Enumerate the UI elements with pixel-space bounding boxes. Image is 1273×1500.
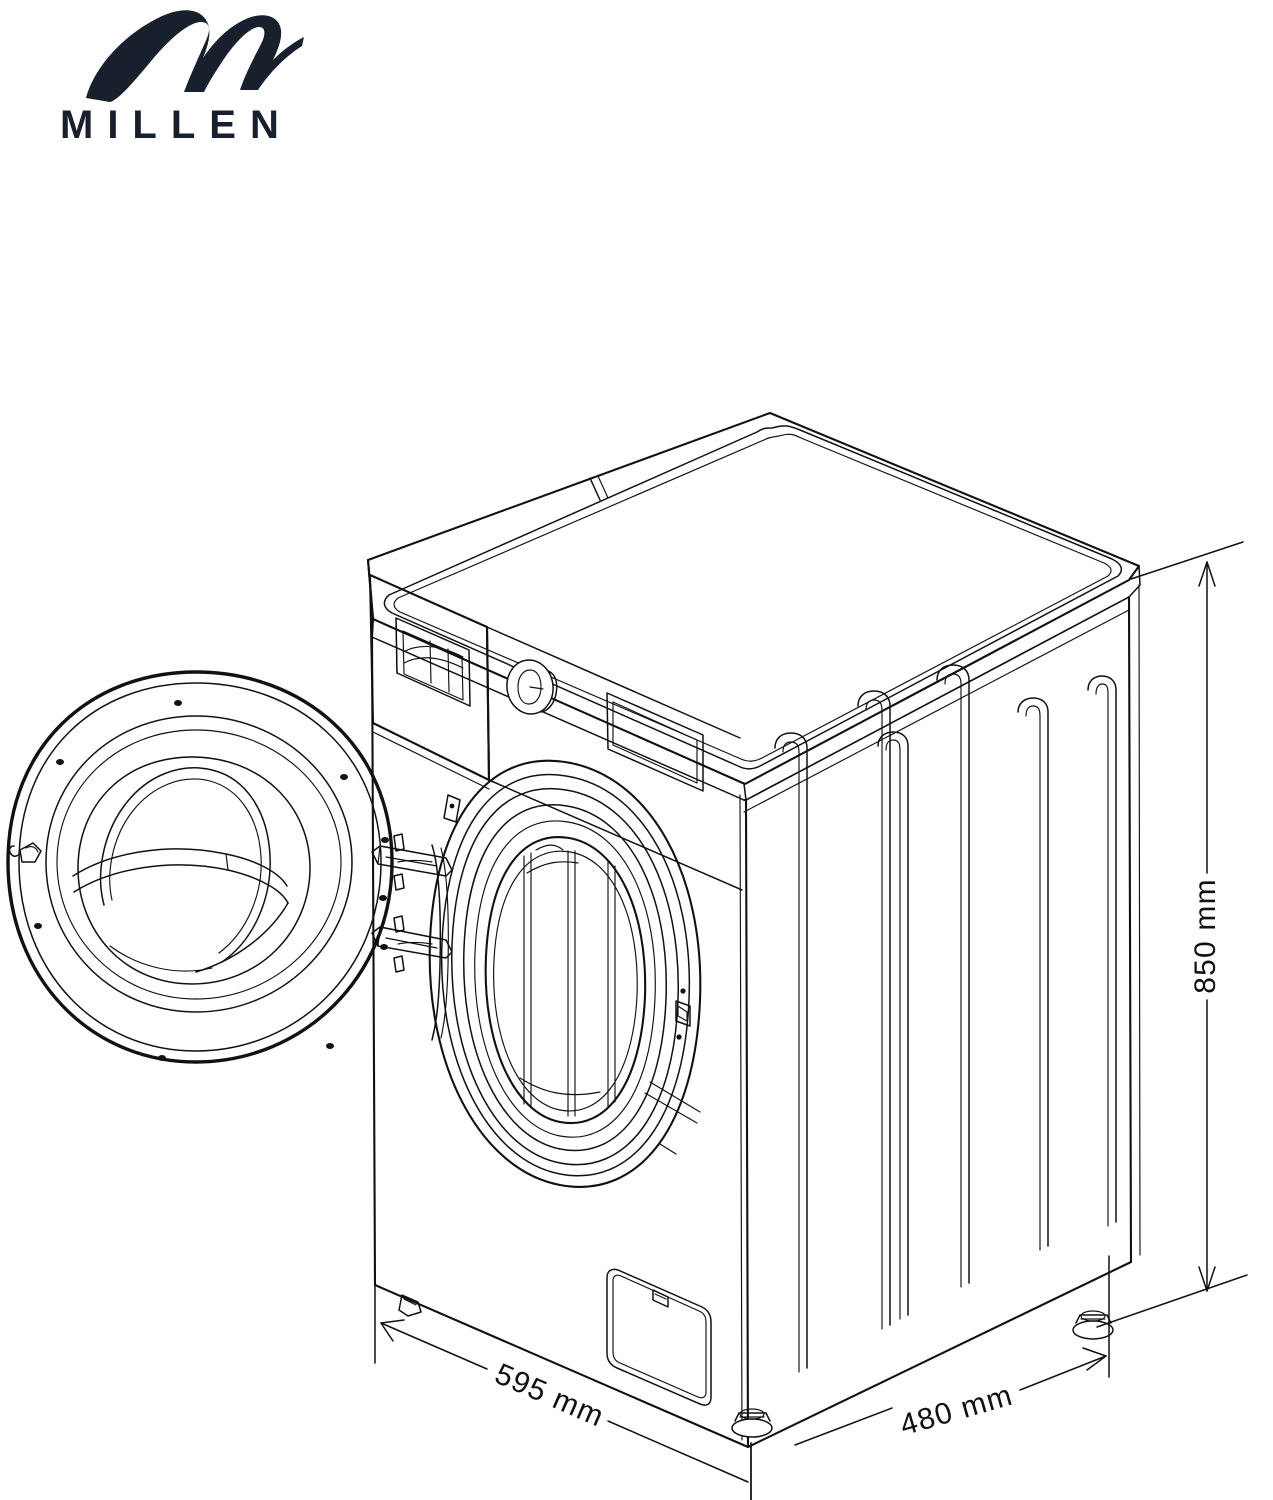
dimension-depth-label: 480 mm [896, 1379, 1016, 1443]
door [6, 670, 394, 1064]
door-rim-screws [34, 700, 389, 1061]
dimension-width-label: 595 mm [490, 1357, 609, 1433]
door-glass [72, 756, 311, 985]
side-ribs [774, 664, 1117, 1373]
leveling-foot-rear-right [1072, 1310, 1114, 1340]
dimension-depth: 480 mm [750, 1255, 1110, 1500]
dimension-height-label: 850 mm [1189, 878, 1222, 994]
millen-m-brushstroke-logo-icon [80, 6, 310, 103]
door-opening [428, 759, 702, 1188]
door-latch [675, 988, 691, 1040]
brand-wordmark: MILLEN [60, 103, 293, 147]
dimension-width: 595 mm [374, 1280, 752, 1500]
program-knob [506, 659, 558, 715]
filter-access-panel [606, 1268, 712, 1406]
brand-logo: MILLEN [60, 6, 390, 158]
cabinet-body [6, 411, 1141, 1449]
dimension-height: 850 mm [1096, 541, 1248, 1328]
leveling-foot-front [731, 1408, 773, 1438]
door-handle-grip [8, 842, 42, 863]
leveling-foot-front-left [398, 1294, 422, 1317]
right-side-panel [743, 584, 1141, 1449]
top-panel [366, 411, 1141, 801]
front-panel [366, 558, 750, 1449]
detergent-drawer [395, 617, 471, 707]
drum [519, 844, 616, 1117]
display-panel [606, 692, 704, 792]
